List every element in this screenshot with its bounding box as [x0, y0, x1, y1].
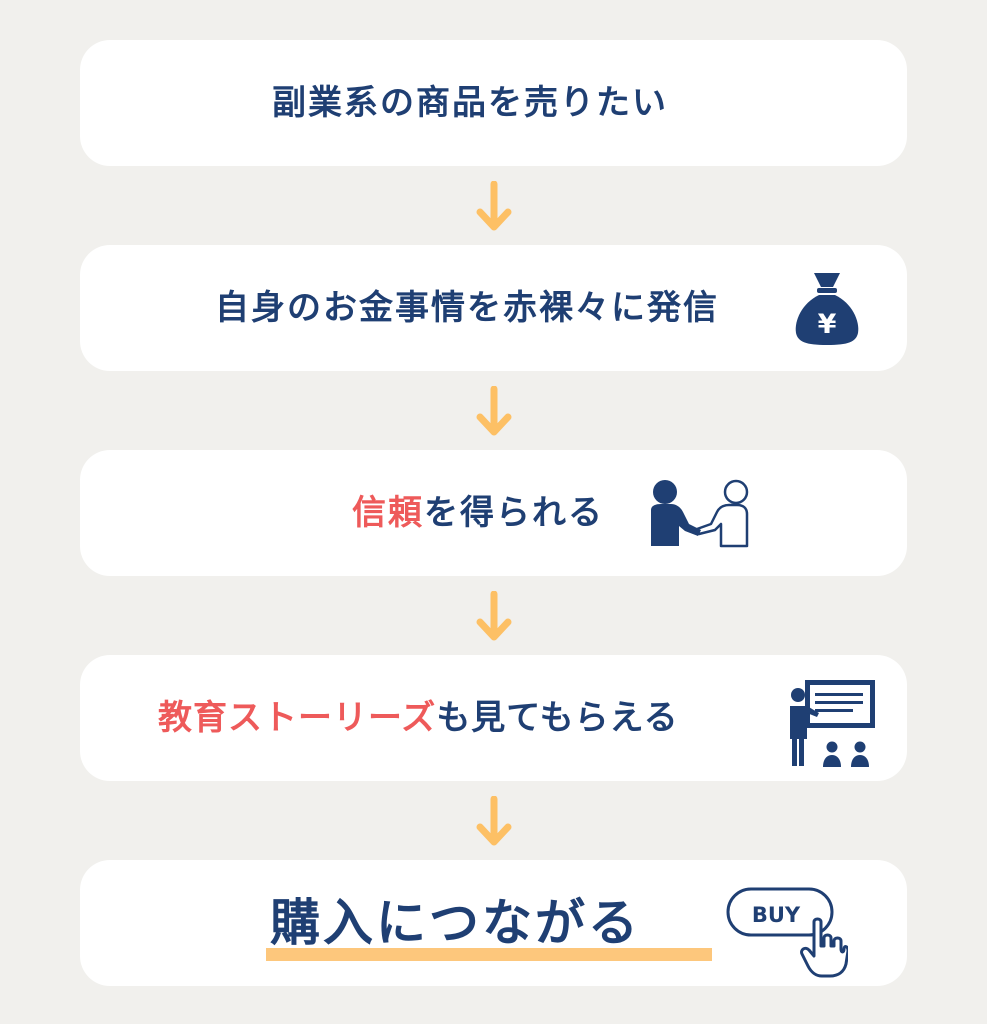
step-3-rest: を得られる	[424, 493, 604, 533]
handshake-people-icon	[651, 479, 749, 548]
step-4-rest: も見てもらえる	[436, 698, 679, 738]
step-1-text: 副業系の商品を売りたい	[272, 83, 668, 123]
buy-button-pointer-icon: BUY	[726, 887, 848, 978]
buy-label: BUY	[752, 903, 801, 927]
arrow-down-icon	[476, 181, 512, 231]
arrow-down-icon	[476, 591, 512, 641]
presentation-audience-icon	[790, 680, 875, 767]
step-card-3: 信頼を得られる	[80, 450, 907, 576]
money-bag-yen-icon: ¥	[795, 273, 859, 345]
step-4-highlight: 教育ストーリーズ	[158, 698, 437, 738]
title-underline	[266, 948, 712, 961]
step-4-text: 教育ストーリーズも見てもらえる	[158, 655, 679, 781]
step-5-text: 購入につながる	[270, 894, 641, 952]
arrow-down-icon	[476, 796, 512, 846]
yen-symbol: ¥	[818, 309, 837, 340]
step-card-4: 教育ストーリーズも見てもらえる	[80, 655, 907, 781]
step-card-1: 副業系の商品を売りたい	[80, 40, 907, 166]
step-3-highlight: 信頼	[352, 493, 424, 533]
step-3-text: 信頼を得られる	[352, 450, 604, 576]
step-card-2: 自身のお金事情を赤裸々に発信 ¥	[80, 245, 907, 371]
step-card-5: 購入につながる BUY	[80, 860, 907, 986]
arrow-down-icon	[476, 386, 512, 436]
step-2-text: 自身のお金事情を赤裸々に発信	[215, 288, 719, 328]
